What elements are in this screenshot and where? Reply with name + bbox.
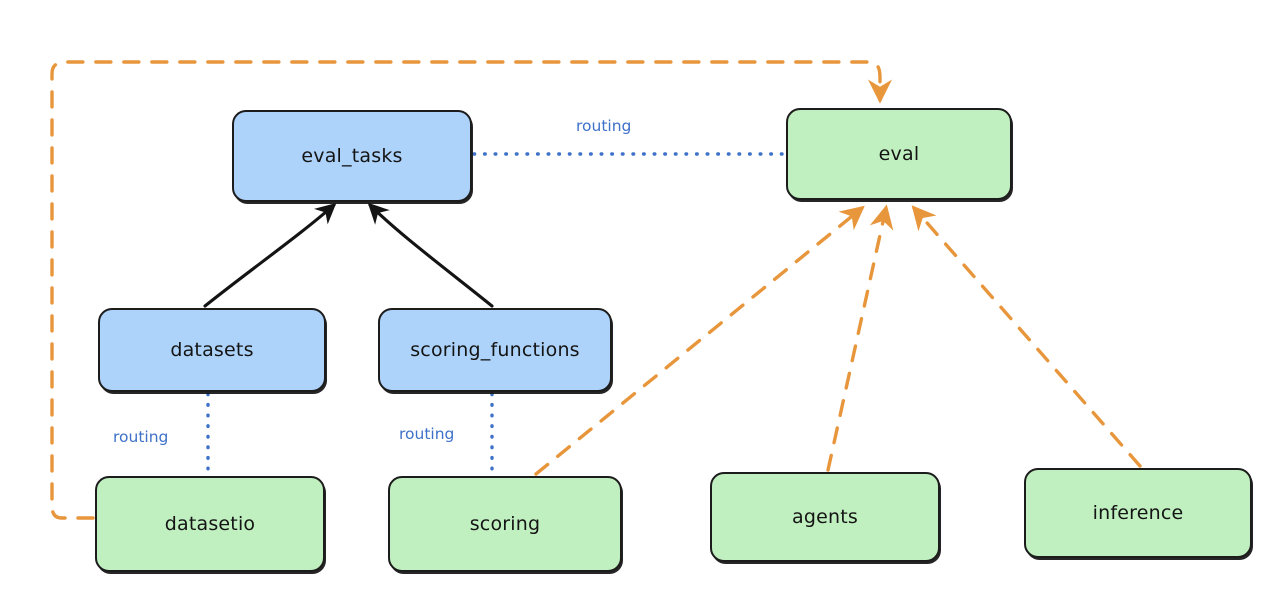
node-datasets[interactable]: datasets: [98, 308, 326, 392]
edge-scoring-functions-to-eval-tasks: [367, 202, 494, 308]
edge-label-routing-eval-tasks-eval: routing: [576, 117, 632, 135]
node-inference[interactable]: inference: [1024, 468, 1252, 558]
node-label: datasetio: [164, 512, 256, 535]
node-label: scoring_functions: [410, 338, 580, 361]
edge-datasets-to-eval-tasks: [203, 202, 337, 308]
edge-label-routing-scoring-functions-scoring: routing: [399, 425, 455, 443]
node-label: inference: [1092, 501, 1184, 524]
node-datasetio[interactable]: datasetio: [95, 476, 325, 572]
node-label: eval_tasks: [301, 144, 403, 167]
node-label: scoring: [469, 512, 541, 535]
node-label: eval: [878, 142, 920, 165]
node-scoring[interactable]: scoring: [388, 476, 622, 572]
node-agents[interactable]: agents: [710, 472, 940, 562]
edge-inference-to-eval: [911, 205, 1142, 468]
node-label: agents: [792, 505, 858, 528]
node-eval-tasks[interactable]: eval_tasks: [232, 110, 472, 202]
node-label: datasets: [170, 338, 254, 361]
node-scoring-functions[interactable]: scoring_functions: [378, 308, 612, 392]
edge-label-routing-datasets-datasetio: routing: [113, 428, 169, 446]
node-eval[interactable]: eval: [786, 108, 1012, 200]
edge-agents-to-eval: [826, 204, 894, 472]
